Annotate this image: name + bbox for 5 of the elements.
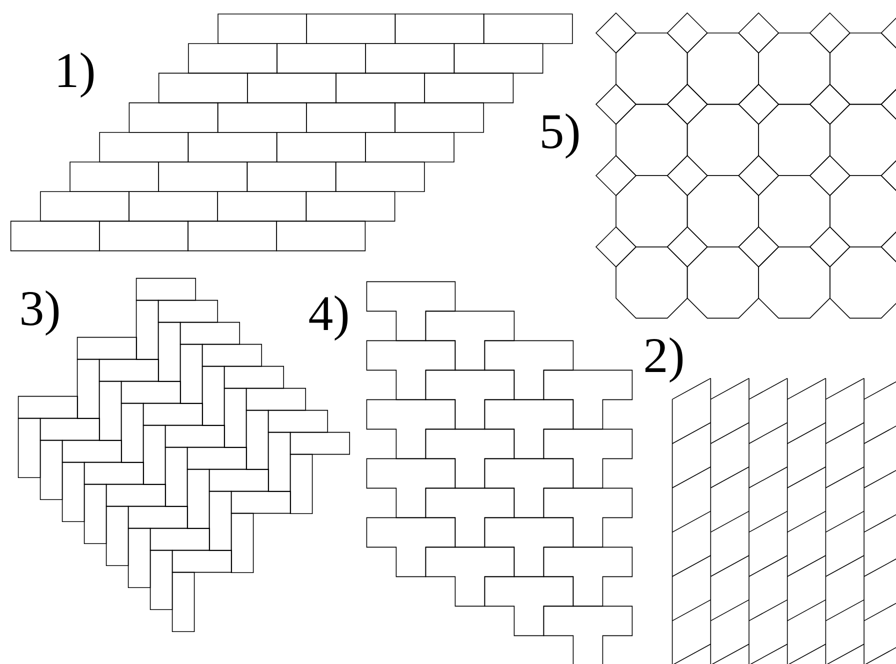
- panel-number: 1): [58, 52, 94, 98]
- panel-number: 3): [22, 290, 59, 336]
- panel-number: 5): [542, 113, 579, 159]
- panel-number: 4): [309, 295, 348, 341]
- panel-number: 2): [645, 337, 683, 383]
